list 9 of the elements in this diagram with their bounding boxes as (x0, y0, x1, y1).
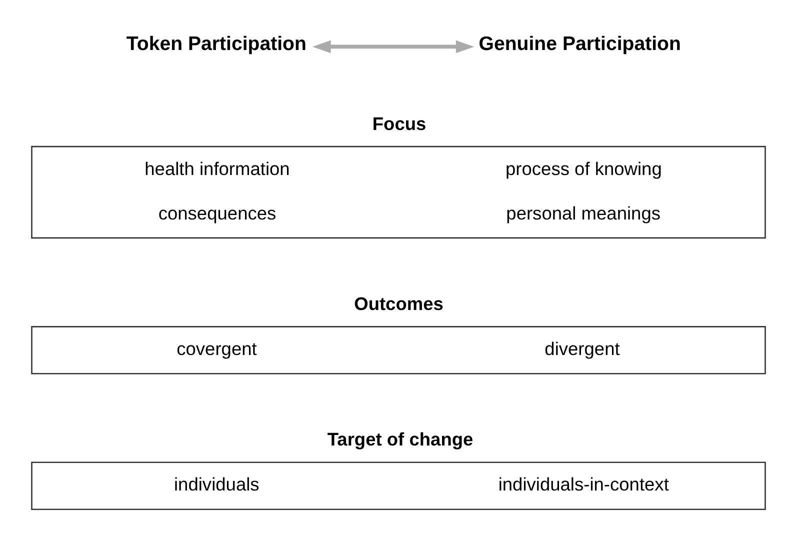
node-label: Focus (372, 112, 426, 134)
node-box: health information process of knowing consequences personal meanings (31, 145, 766, 238)
node-text: Token Participation (126, 32, 306, 54)
node-label: Outcomes (354, 292, 444, 314)
node-box: individuals individuals-in-context (31, 461, 766, 510)
node-box: covergent divergent (31, 326, 766, 374)
node-text: Genuine Participation (478, 32, 681, 54)
arrow (312, 40, 474, 53)
node-label: Target of change (327, 428, 474, 450)
